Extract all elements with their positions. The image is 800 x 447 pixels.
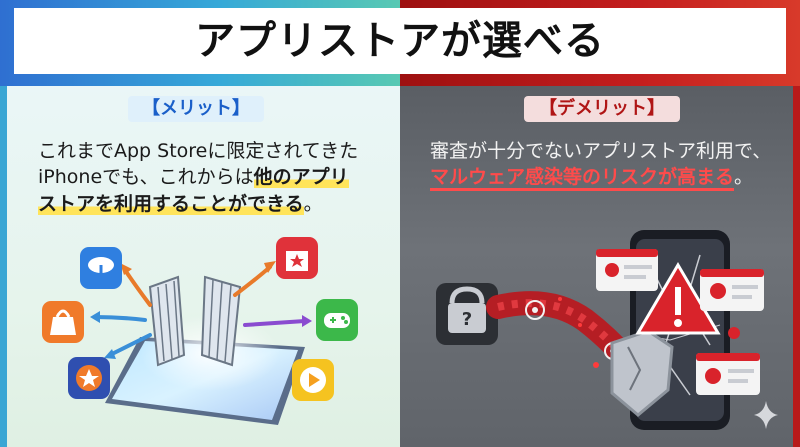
gift-box-icon	[276, 237, 318, 279]
demerit-illustration: ?	[436, 230, 778, 430]
warning-icon	[635, 262, 721, 335]
merit-text-line2-plain: iPhoneでも、これからは	[38, 166, 254, 188]
play-gear-icon	[292, 359, 334, 401]
cloud-download-icon	[80, 247, 122, 289]
demerit-text-line2-end: 。	[734, 166, 754, 188]
merit-text-line2: iPhoneでも、これからは他のアプリ	[38, 162, 349, 189]
demerit-text-line1: 審査が十分でないアプリストア利用で、	[430, 140, 772, 162]
merit-heading: 【メリット】	[128, 96, 264, 122]
merit-text-line3: ストアを利用することができる。	[38, 189, 323, 216]
page-title: アプリストアが選べる	[195, 18, 605, 64]
virus-alert-icon	[700, 269, 764, 311]
open-gate-icon	[148, 275, 242, 367]
sparkle-icon	[754, 401, 778, 429]
hacker-alert-icon	[696, 353, 760, 395]
virus-small-icon	[728, 327, 740, 339]
svg-text:?: ?	[462, 309, 472, 330]
shopping-bag-icon	[42, 301, 84, 343]
gear-star-icon	[68, 357, 110, 399]
merit-text-line3-end: 。	[303, 193, 323, 215]
merit-panel-edge	[0, 86, 7, 447]
demerit-text-line2: マルウェア感染等のリスクが高まる。	[430, 162, 754, 191]
demerit-heading: 【デメリット】	[524, 96, 680, 122]
merit-text-line1: これまでApp Storeに限定されてきた	[38, 140, 359, 162]
gamepad-icon	[316, 299, 358, 341]
padlock-question-icon: ?	[436, 283, 498, 345]
merit-illustration	[42, 237, 358, 425]
merit-highlight-a: 他のアプリ	[253, 166, 349, 188]
title-box: アプリストアが選べる	[14, 8, 786, 74]
skull-alert-icon	[596, 249, 658, 291]
demerit-highlight: マルウェア感染等のリスクが高まる	[430, 166, 735, 191]
demerit-panel-edge	[793, 86, 800, 447]
merit-highlight-b: ストアを利用することができる	[38, 193, 304, 215]
